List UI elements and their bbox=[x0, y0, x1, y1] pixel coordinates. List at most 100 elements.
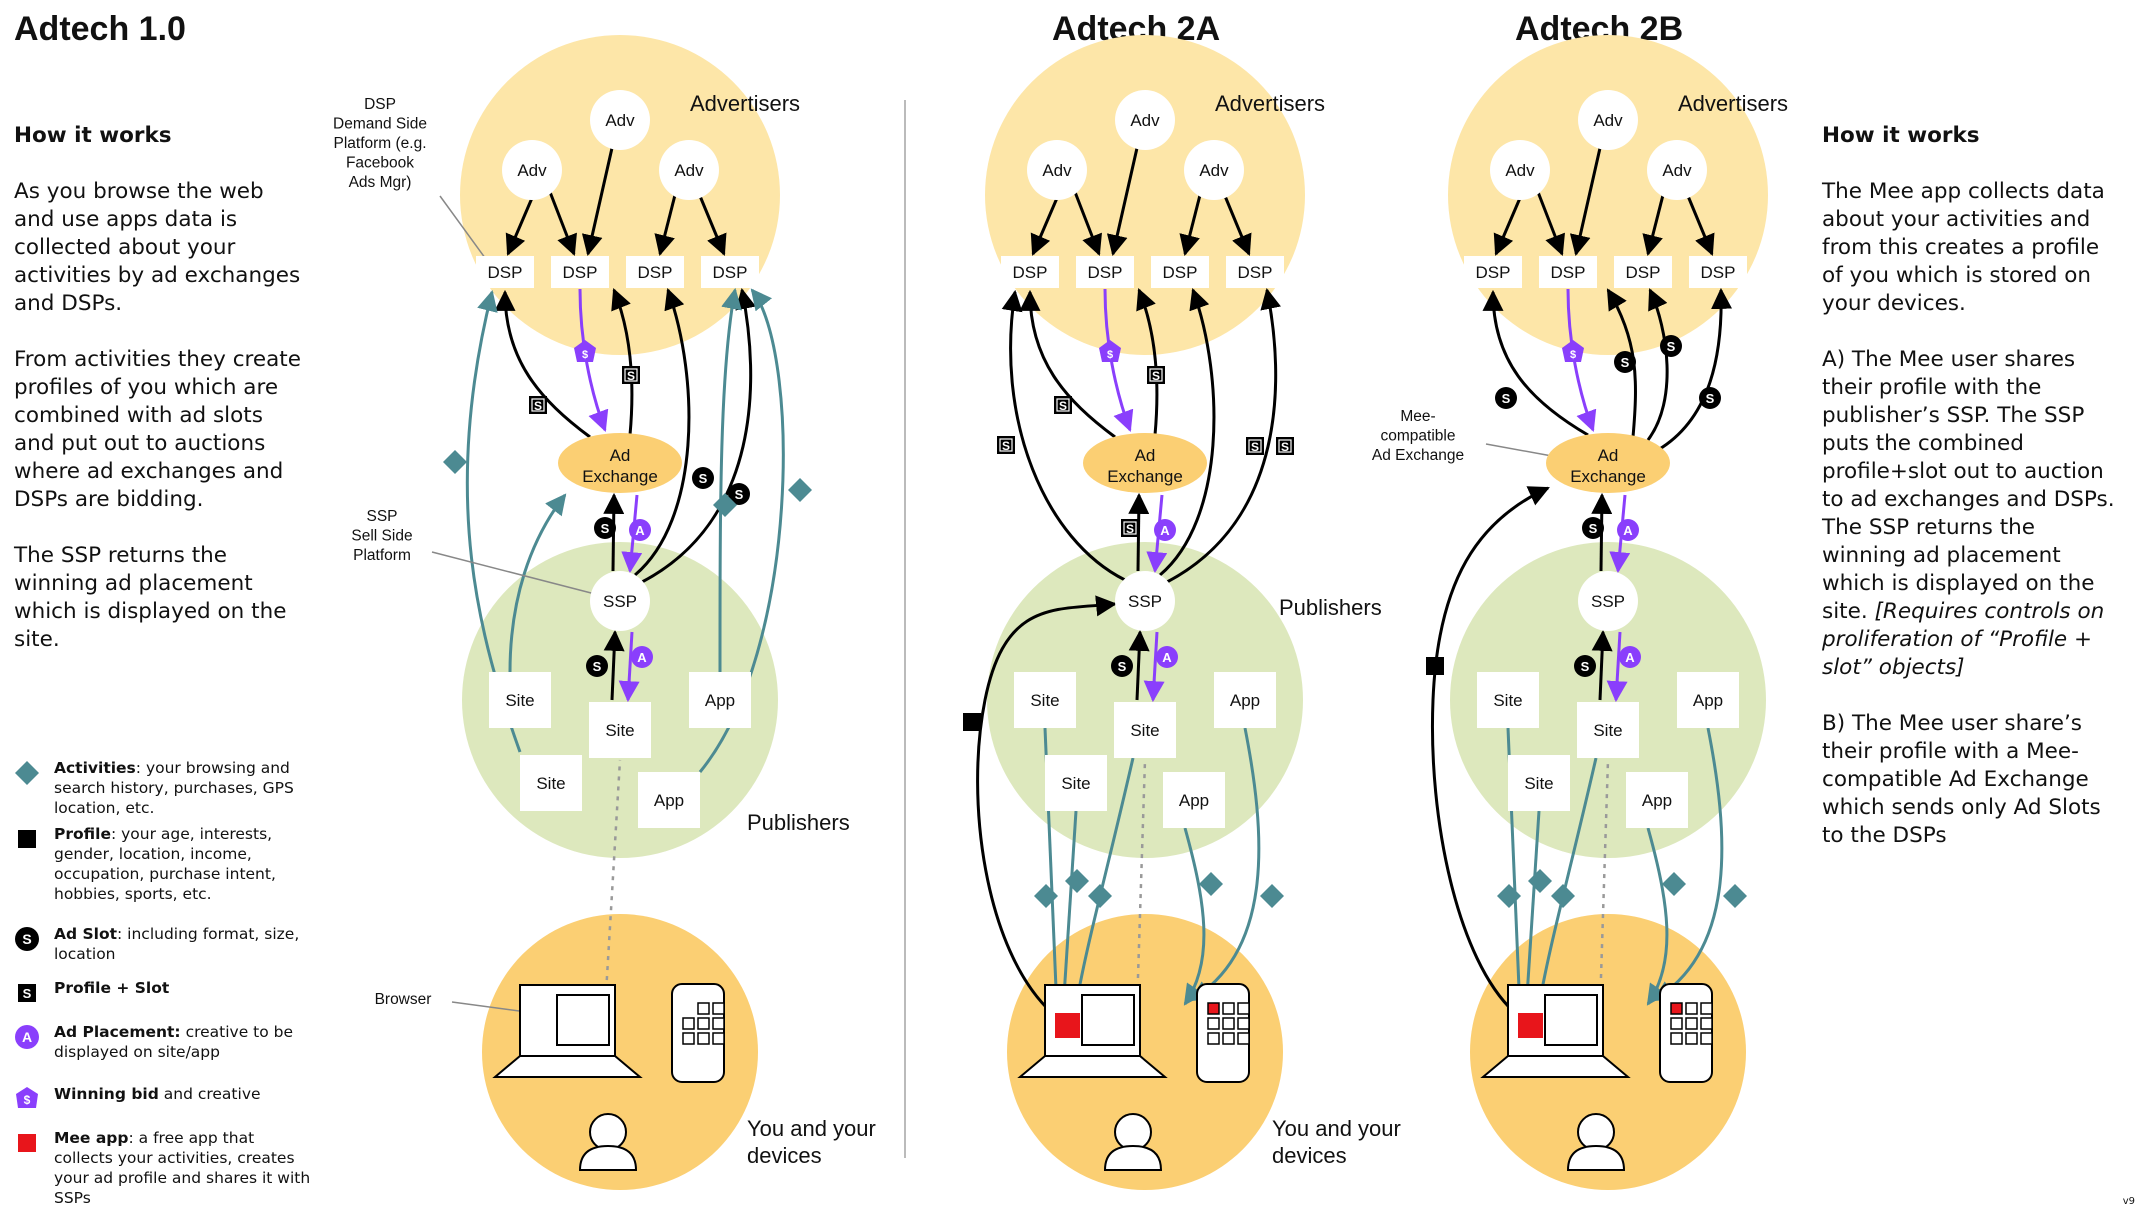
ad-slot-marker bbox=[1495, 387, 1517, 409]
profile-slot-marker-border bbox=[1278, 439, 1292, 453]
site-node-box bbox=[1045, 755, 1107, 811]
site-to-ssp-arrow bbox=[1128, 629, 1150, 701]
profile-slot-marker-label: S bbox=[1152, 369, 1160, 383]
profile-slot-marker-label: S bbox=[1281, 440, 1289, 454]
app-node-box bbox=[638, 772, 700, 828]
advertiser-node-label: Adv bbox=[1199, 161, 1229, 180]
ssp-callout-line bbox=[431, 551, 596, 595]
ad-slot-marker bbox=[1699, 387, 1721, 409]
site-node-box bbox=[1477, 672, 1539, 728]
activity-diamond-marker bbox=[1497, 884, 1521, 908]
you-label: devices bbox=[1272, 1143, 1347, 1168]
legend-ad-placement: A Ad Placement: creative to be displayed… bbox=[14, 1022, 314, 1084]
ssp-to-dsp-arrow bbox=[1159, 288, 1216, 577]
adv-to-dsp-arrow bbox=[698, 195, 727, 256]
dsp-node-box bbox=[1076, 256, 1134, 288]
ad-slot-marker bbox=[1574, 655, 1596, 677]
exchange-to-dsp-arrow bbox=[494, 289, 591, 439]
advertiser-node-bg bbox=[1115, 90, 1175, 150]
legend-mee-app: Mee app: a free app that collects your a… bbox=[14, 1128, 314, 1208]
adv-to-dsp-arrow bbox=[1642, 194, 1665, 257]
ad-slot-marker-label: S bbox=[1118, 659, 1127, 674]
adv-to-dsp-arrow bbox=[1030, 197, 1059, 256]
legend-activities: Activities: your browsing and search his… bbox=[14, 758, 314, 824]
person-body bbox=[1566, 1144, 1626, 1171]
ssp-callout-text: Sell Side bbox=[351, 528, 412, 545]
publishers-label: Publishers bbox=[1279, 595, 1382, 620]
site-to-ssp-arrow bbox=[603, 629, 625, 701]
site-node-box bbox=[520, 755, 582, 811]
mee-exchange-callout-text: Mee- bbox=[1400, 408, 1435, 425]
profile-slot-marker-label: S bbox=[1251, 440, 1259, 454]
dsp-node-box bbox=[626, 256, 684, 288]
ad-slot-marker-label: S bbox=[1706, 391, 1715, 406]
you-label: devices bbox=[747, 1143, 822, 1168]
activity-diamond-marker bbox=[1260, 884, 1284, 908]
dsp-node-label: DSP bbox=[1701, 263, 1736, 282]
site-node-label: Site bbox=[1061, 774, 1090, 793]
profile-marker bbox=[963, 713, 981, 731]
ad-exchange-node bbox=[1083, 433, 1207, 493]
phone-app-tile bbox=[1237, 1017, 1250, 1030]
right-paragraph-1: The Mee app collects data about your act… bbox=[1822, 179, 2105, 316]
profile-slot-marker-label: S bbox=[627, 369, 635, 383]
laptop-base bbox=[1017, 1055, 1168, 1078]
phone-app-tile bbox=[697, 1032, 710, 1045]
mee-callout-line bbox=[1485, 443, 1553, 457]
adv-to-dsp-arrow bbox=[1569, 147, 1602, 257]
ssp-to-site-arrow bbox=[1606, 631, 1628, 703]
winning-bid-marker bbox=[574, 340, 596, 362]
phone-app-tile bbox=[1700, 1032, 1713, 1045]
right-paragraph-3: B) The Mee user share’s their profile wi… bbox=[1822, 711, 2101, 848]
ad-slot-icon: S bbox=[15, 927, 39, 951]
profile-slot-marker bbox=[1147, 366, 1165, 384]
adv-to-dsp-arrow bbox=[1536, 191, 1565, 256]
ad-exchange-label: Exchange bbox=[1107, 467, 1183, 486]
phone-app-tile bbox=[697, 1002, 710, 1015]
phone-app-tile bbox=[1685, 1032, 1698, 1045]
mee-app-phone bbox=[1207, 1002, 1220, 1015]
app-node-label: App bbox=[1230, 691, 1260, 710]
profile-slot-marker-border bbox=[1149, 368, 1163, 382]
svg-text:$: $ bbox=[24, 1093, 31, 1107]
ssp-to-site-arrow bbox=[618, 631, 640, 703]
exchange-to-dsp-arrow bbox=[1657, 287, 1733, 452]
phone-app-tile bbox=[1222, 1032, 1235, 1045]
profile-slot-marker bbox=[1054, 396, 1072, 414]
phone-app-tile bbox=[712, 1002, 725, 1015]
adv-to-dsp-arrow bbox=[1179, 194, 1202, 257]
dsp-node-box bbox=[1464, 256, 1522, 288]
ad-placement-marker bbox=[1154, 519, 1176, 541]
app-node-label: App bbox=[654, 791, 684, 810]
dotted-browser-line bbox=[603, 759, 622, 1011]
profile-slot-marker bbox=[529, 396, 547, 414]
winning-bid-marker bbox=[1099, 340, 1121, 362]
dsp-node-label: DSP bbox=[713, 263, 748, 282]
adv-to-dsp-arrow bbox=[1493, 197, 1522, 256]
profile-slot-marker bbox=[622, 366, 640, 384]
dsp-node-label: DSP bbox=[1013, 263, 1048, 282]
activity-diamond-marker bbox=[1199, 872, 1223, 896]
dsp-node-label: DSP bbox=[1626, 263, 1661, 282]
dsp-callout-text: Ads Mgr) bbox=[349, 174, 412, 191]
advertisers-label: Advertisers bbox=[1215, 91, 1325, 116]
advertiser-node-bg bbox=[1490, 140, 1550, 200]
phone-app-tile bbox=[1700, 1017, 1713, 1030]
site-node-label: Site bbox=[1493, 691, 1522, 710]
mee-exchange-callout-text: compatible bbox=[1381, 428, 1456, 445]
app-node-box bbox=[1677, 672, 1739, 728]
site-node-box bbox=[589, 702, 651, 758]
ad-slot-marker-label: S bbox=[735, 487, 744, 502]
right-explanation: How it works The Mee app collects data a… bbox=[1822, 122, 2117, 878]
profile-slot-marker-label: S bbox=[1059, 399, 1067, 413]
person-head bbox=[1577, 1113, 1615, 1151]
ad-slot-marker-label: S bbox=[1589, 521, 1598, 536]
activity-diamond-marker bbox=[1723, 884, 1747, 908]
activity-diamond-marker bbox=[1662, 872, 1686, 896]
advertiser-node-bg bbox=[1647, 140, 1707, 200]
advertiser-node-label: Adv bbox=[1130, 111, 1160, 130]
person-body bbox=[578, 1144, 638, 1171]
ad-slot-marker bbox=[1111, 655, 1133, 677]
advertiser-node-label: Adv bbox=[674, 161, 704, 180]
